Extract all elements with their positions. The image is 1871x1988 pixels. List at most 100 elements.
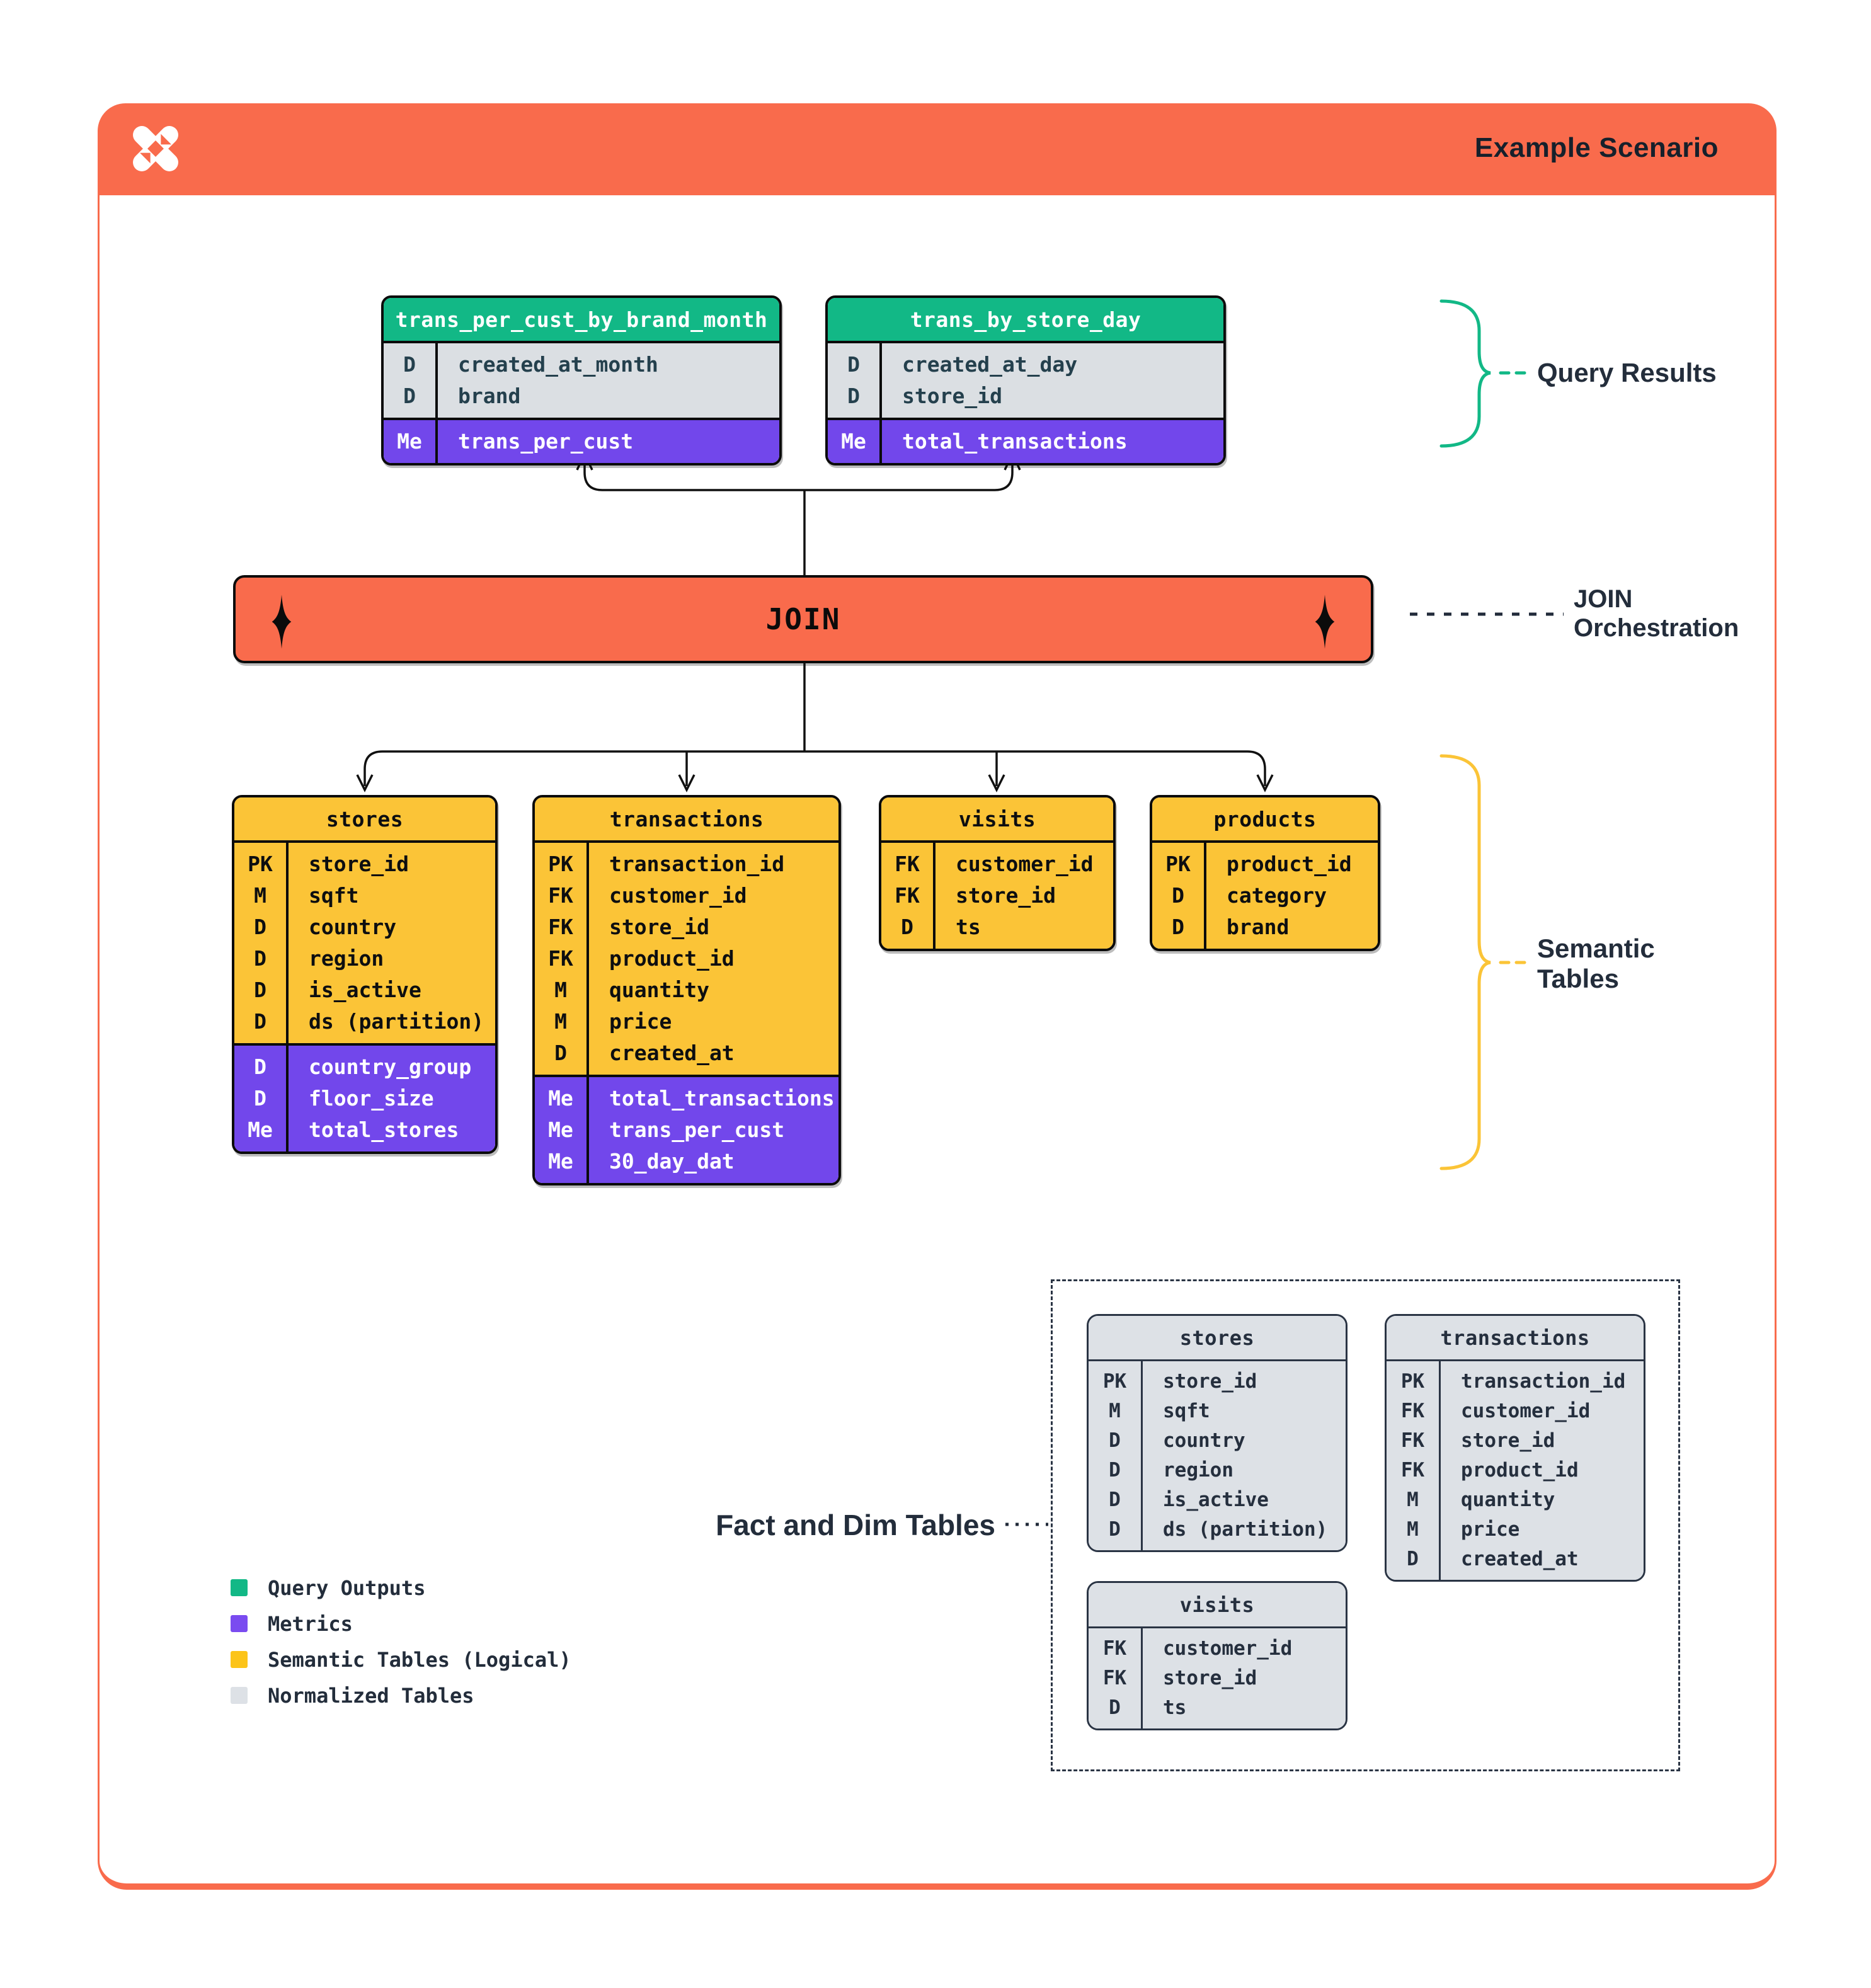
legend-swatch: [231, 1687, 248, 1704]
row-field-name: quantity: [1461, 1488, 1555, 1511]
legend-swatch: [231, 1579, 248, 1596]
row-field-name: store_id: [609, 915, 709, 939]
row-key-badge: D: [554, 1041, 567, 1065]
row-field-name: created_at_day: [902, 352, 1078, 377]
row-field-name: transaction_id: [609, 852, 785, 876]
legend-item: Query Outputs: [231, 1570, 571, 1606]
page-title: Example Scenario: [1474, 132, 1719, 163]
legend-label: Query Outputs: [268, 1575, 426, 1600]
fact-dim-group-box: [1051, 1279, 1680, 1771]
legend-label: Metrics: [268, 1611, 353, 1636]
row-field-name: product_id: [1461, 1459, 1579, 1482]
table-title: trans_per_cust_by_brand_month: [384, 298, 779, 343]
row-key-badge: M: [1407, 1518, 1419, 1541]
semantic-tables-label: Semantic Tables: [1537, 934, 1655, 993]
row-key-badge: D: [1109, 1518, 1121, 1541]
row-field-name: is_active: [309, 978, 421, 1002]
app-logo-icon: [133, 126, 178, 171]
join-bar: JOIN: [233, 575, 1373, 663]
table-title: visits: [881, 797, 1113, 843]
row-field-name: total_transactions: [609, 1086, 835, 1111]
row-field-name: store_id: [1163, 1667, 1257, 1689]
legend-label: Semantic Tables (Logical): [268, 1647, 571, 1672]
row-key-badge: FK: [548, 946, 573, 971]
row-key-badge: D: [254, 978, 266, 1002]
row-field-name: store_id: [1163, 1370, 1257, 1393]
row-field-name: trans_per_cust: [609, 1117, 785, 1142]
row-key-badge: D: [1109, 1696, 1121, 1719]
row-field-name: ts: [1163, 1696, 1187, 1719]
row-field-name: total_transactions: [902, 429, 1128, 454]
sparkle-icon: [1315, 595, 1335, 649]
row-key-badge: D: [254, 1054, 266, 1079]
row-field-name: ds (partition): [309, 1009, 484, 1034]
row-field-name: total_stores: [309, 1117, 459, 1142]
row-key-badge: D: [1407, 1548, 1419, 1570]
row-key-badge: FK: [895, 852, 920, 876]
row-field-name: quantity: [609, 978, 709, 1002]
row-field-name: store_id: [956, 883, 1056, 908]
row-key-badge: D: [254, 1086, 266, 1111]
row-field-name: brand: [1227, 915, 1290, 939]
row-key-badge: PK: [1400, 1370, 1425, 1393]
field-column: total_transactions: [882, 420, 1223, 463]
row-field-name: created_at: [1461, 1548, 1579, 1570]
row-key-badge: PK: [1165, 852, 1191, 876]
row-field-name: sqft: [309, 883, 359, 908]
row-field-name: floor_size: [309, 1086, 434, 1111]
table-title: transactions: [535, 797, 838, 843]
card-header: Example Scenario: [98, 103, 1777, 195]
row-key-badge: M: [254, 883, 266, 908]
row-key-badge: FK: [1102, 1667, 1127, 1689]
legend-item: Semantic Tables (Logical): [231, 1642, 571, 1677]
row-field-name: country: [309, 915, 397, 939]
row-key-badge: PK: [548, 852, 573, 876]
row-field-name: price: [609, 1009, 672, 1034]
row-field-name: ts: [956, 915, 981, 939]
legend-swatch: [231, 1615, 248, 1632]
table-title: stores: [234, 797, 495, 843]
row-key-badge: Me: [548, 1086, 573, 1111]
row-field-name: transaction_id: [1461, 1370, 1626, 1393]
row-key-badge: D: [1109, 1488, 1121, 1511]
row-field-name: trans_per_cust: [458, 429, 634, 454]
row-key-badge: Me: [841, 429, 866, 454]
join-orchestration-label: JOIN Orchestration: [1574, 585, 1739, 642]
fact-dim-tables-label: Fact and Dim Tables: [716, 1509, 995, 1541]
row-field-name: product_id: [1227, 852, 1352, 876]
join-label: JOIN: [765, 602, 841, 636]
row-key-badge: Me: [548, 1117, 573, 1142]
table-title: transactions: [1387, 1316, 1644, 1361]
row-key-badge: D: [254, 915, 266, 939]
row-field-name: product_id: [609, 946, 735, 971]
row-key-badge: M: [1407, 1488, 1419, 1511]
